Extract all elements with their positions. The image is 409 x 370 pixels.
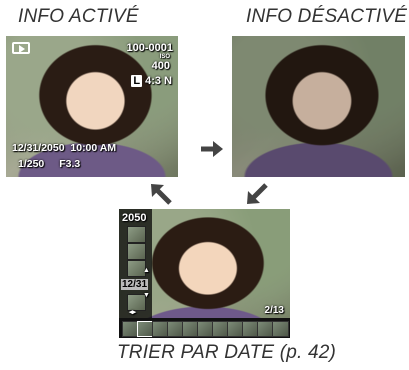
down-triangle-icon: ▼ [143, 292, 150, 299]
date-thumb[interactable] [127, 294, 146, 311]
shutter-speed: 1/250 [18, 158, 45, 170]
nav-hint-icon: ◂▸ [129, 309, 137, 316]
date-thumb[interactable] [127, 226, 146, 243]
arrow-down-left-icon [247, 183, 268, 204]
caption-sort-by-date: TRIER PAR DATE (p. 42) [117, 342, 337, 363]
arrow-up-left-icon [151, 184, 172, 205]
date-thumb[interactable] [127, 243, 146, 260]
up-triangle-icon: ▲ [143, 267, 150, 274]
year-label[interactable]: 2050 [122, 212, 147, 224]
exposure-info: 1/250 F3.3 [18, 158, 80, 170]
playback-icon [12, 42, 30, 54]
image-size: L [131, 75, 143, 87]
info-off-screen [232, 36, 405, 177]
caption-info-off: INFO DÉSACTIVÉ [246, 6, 408, 27]
iso-label: ISO [159, 54, 170, 60]
iso-value: 400 [151, 60, 170, 72]
thumbnail-strip[interactable] [119, 318, 290, 338]
arrow-right-icon [201, 141, 223, 157]
portrait-photo [6, 36, 178, 177]
portrait-photo [232, 36, 405, 177]
aperture: F3.3 [59, 158, 81, 170]
date-thumb[interactable] [127, 260, 146, 277]
sort-by-date-screen: 2050 12/31 ▲ ▼ ◂▸ 2/13 [119, 209, 290, 338]
frame-number: 100-0001 [126, 42, 174, 54]
date-label[interactable]: 12/31 [121, 279, 149, 290]
image-counter: 2/13 [264, 305, 284, 316]
date-time: 12/31/2050 10:00 AM [12, 142, 117, 154]
date-sidebar: 2050 12/31 ▲ ▼ [119, 209, 152, 318]
aspect-quality: 4:3 N [145, 75, 172, 87]
strip-thumb[interactable] [272, 321, 289, 337]
iso-indicator: ISO 400 [152, 54, 170, 72]
caption-info-on: INFO ACTIVÉ [18, 6, 139, 27]
